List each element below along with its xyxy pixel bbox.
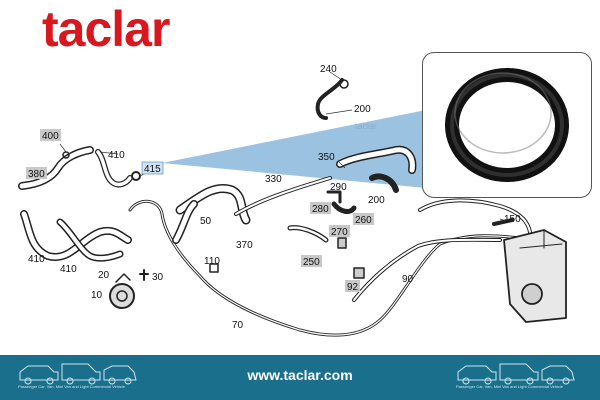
callout-70: 70 bbox=[232, 320, 244, 331]
hose-200-right bbox=[369, 173, 399, 193]
callout-350: 350 bbox=[318, 152, 335, 163]
footer-caption-right: Passenger Car, Van, Mini Van and Light C… bbox=[456, 384, 564, 389]
callout-410-upper: 410 bbox=[108, 150, 125, 161]
vehicles-right-icon bbox=[457, 363, 575, 385]
clip-110 bbox=[209, 263, 219, 273]
callout-370: 370 bbox=[236, 240, 253, 251]
callout-90: 90 bbox=[402, 274, 414, 285]
hose-200-top bbox=[315, 78, 344, 120]
footer-bar: Passenger Car, Van, Mini Van and Light C… bbox=[0, 355, 600, 400]
callout-250: 250 bbox=[303, 257, 320, 268]
tag-260: 260 bbox=[353, 213, 374, 226]
callout-330: 330 bbox=[265, 174, 282, 185]
clamp-240 bbox=[339, 79, 349, 89]
vehicles-left-icon bbox=[19, 363, 137, 385]
tag-415-highlight: 415 bbox=[141, 161, 164, 175]
clip-270 bbox=[337, 237, 347, 249]
callout-50: 50 bbox=[200, 216, 212, 227]
callout-240: 240 bbox=[320, 64, 337, 75]
zoom-beam bbox=[162, 110, 426, 188]
bolt-30 bbox=[139, 269, 149, 281]
tag-270: 270 bbox=[329, 225, 350, 238]
footer-caption-left: Passenger Car, Van, Mini Van and Light C… bbox=[18, 384, 126, 389]
callout-400: 400 bbox=[42, 131, 59, 142]
callout-410-lower: 410 bbox=[60, 264, 77, 275]
callout-10: 10 bbox=[91, 290, 103, 301]
callout-150: 150 bbox=[504, 214, 521, 225]
tank-cap bbox=[521, 283, 543, 305]
connector-150 bbox=[492, 218, 514, 226]
footer-url[interactable]: www.taclar.com bbox=[247, 367, 353, 383]
callout-200-right: 200 bbox=[368, 195, 385, 206]
callout-110: 110 bbox=[204, 256, 220, 267]
oring-415-small bbox=[131, 171, 141, 181]
zoom-detail-window bbox=[422, 52, 592, 198]
pump-10 bbox=[109, 283, 135, 309]
bracket-20 bbox=[115, 273, 131, 283]
callout-270: 270 bbox=[331, 227, 348, 238]
fitting-290 bbox=[326, 190, 342, 204]
tag-250: 250 bbox=[301, 255, 322, 268]
callout-290: 290 bbox=[330, 182, 347, 193]
callout-92: 92 bbox=[347, 282, 359, 293]
callout-380: 380 bbox=[28, 169, 45, 180]
callout-200-top: 200 bbox=[354, 104, 371, 115]
parts-diagram: 240 200 400 410 415 380 350 330 50 290 2… bbox=[18, 64, 567, 337]
callout-415: 415 bbox=[144, 164, 161, 175]
tag-400: 400 bbox=[40, 129, 61, 142]
callout-260: 260 bbox=[355, 215, 372, 226]
hose-280 bbox=[331, 201, 357, 214]
callout-20: 20 bbox=[98, 270, 110, 281]
expansion-tank bbox=[503, 229, 567, 323]
line-90 bbox=[352, 237, 502, 302]
brand-logo: taclar® bbox=[42, 4, 177, 54]
tag-280: 280 bbox=[310, 202, 331, 215]
clip-92 bbox=[353, 267, 365, 279]
brand-logo-text: taclar bbox=[42, 1, 170, 57]
tag-380: 380 bbox=[26, 167, 47, 180]
callout-280: 280 bbox=[312, 204, 329, 215]
oring-detail bbox=[445, 68, 569, 182]
callout-30: 30 bbox=[152, 272, 164, 283]
callout-410-left: 410 bbox=[28, 254, 45, 265]
tag-92: 92 bbox=[345, 280, 360, 293]
